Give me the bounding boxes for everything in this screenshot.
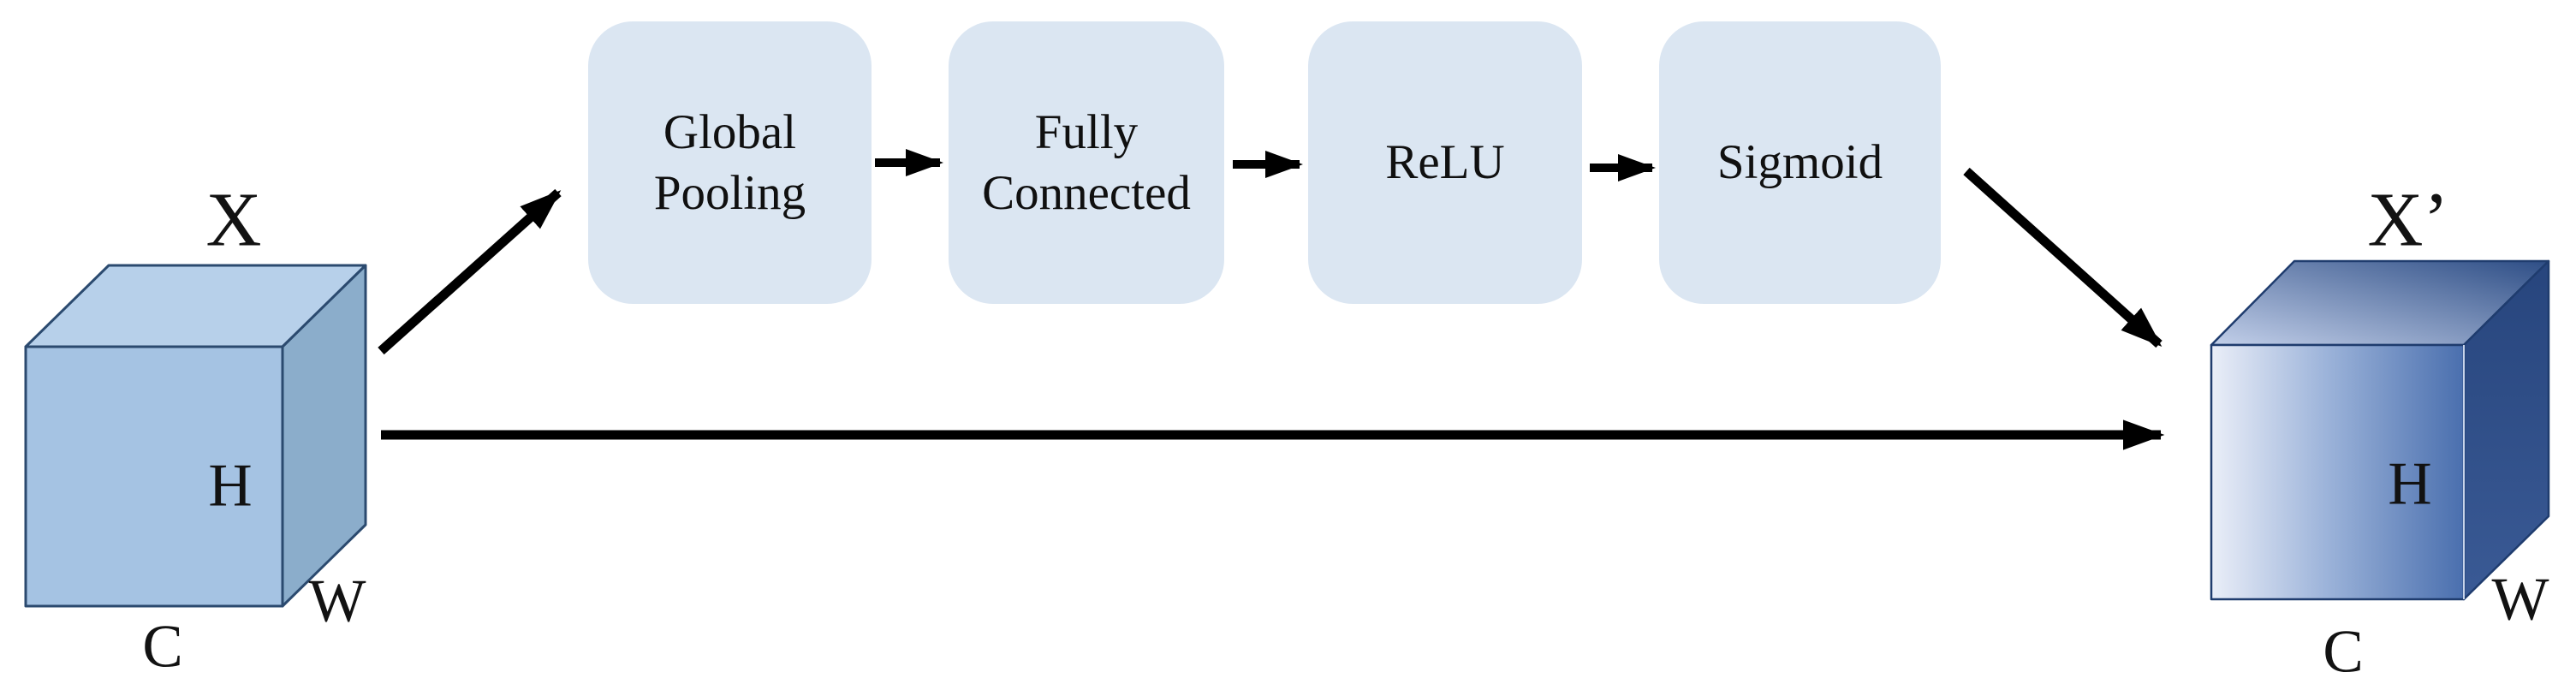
block-sigmoid: Sigmoid: [1659, 21, 1941, 304]
output-tensor-name-label: X’: [2367, 177, 2449, 263]
input-cube-front-face: [24, 345, 284, 608]
input-width-label: W: [308, 568, 366, 635]
arrow-sigmoid-to-output: [1963, 167, 2163, 348]
block-fully-connected: Fully Connected: [949, 21, 1224, 304]
input-height-label: H: [208, 452, 253, 520]
block-sigmoid-label: Sigmoid: [1716, 135, 1883, 190]
block-relu: ReLU: [1308, 21, 1582, 304]
block-fully-connected-label: Fully Connected: [982, 104, 1191, 220]
output-height-label: H: [2388, 450, 2432, 518]
block-relu-label: ReLU: [1385, 135, 1505, 190]
output-channels-label: C: [2323, 618, 2364, 686]
block-global-pooling: Global Pooling: [588, 21, 872, 304]
block-global-pooling-label: Global Pooling: [653, 104, 806, 220]
input-tensor-cube: [24, 264, 367, 608]
input-tensor-name-label: X: [205, 177, 262, 263]
input-channels-label: C: [142, 613, 183, 681]
output-width-label: W: [2491, 566, 2549, 633]
arrow-input-to-global-pooling: [378, 188, 562, 355]
output-tensor-cube: [2210, 259, 2550, 601]
